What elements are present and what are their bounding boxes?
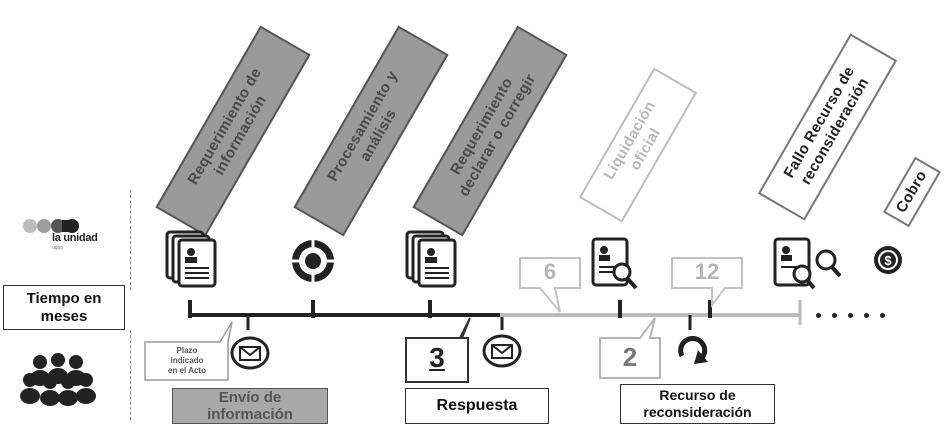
mail-icon xyxy=(230,336,270,370)
continuation-dot xyxy=(864,313,869,318)
document-stack-icon xyxy=(165,230,217,288)
counter-2: 2 xyxy=(622,342,638,372)
logo-tagline: ugpp xyxy=(52,245,64,251)
plazo-note: Plazo indicado en el Acto xyxy=(168,346,206,375)
svg-text:$: $ xyxy=(884,253,892,268)
counter-3: 3 xyxy=(429,342,445,373)
mail-icon xyxy=(482,334,522,368)
respuesta-box: Respuesta xyxy=(405,388,549,424)
ugpp-logo: la unidad ugpp xyxy=(22,216,122,256)
dashed-bracket-bottom xyxy=(130,330,131,420)
document-stack-icon xyxy=(405,230,457,288)
callout-month-6: 6 xyxy=(543,259,557,284)
document-search-icon xyxy=(591,237,638,290)
coin-dollar-icon: $ xyxy=(874,246,902,274)
continuation-dot xyxy=(848,313,853,318)
document-search-icon xyxy=(773,237,842,290)
logo-brand: la unidad xyxy=(52,232,98,244)
gear-icon xyxy=(292,240,334,282)
continuation-dot xyxy=(880,313,885,318)
envio-informacion-box: Envío de información xyxy=(172,388,328,424)
people-group-icon xyxy=(20,353,96,406)
continuation-dot xyxy=(816,313,821,318)
continuation-dot xyxy=(832,313,837,318)
logo-dots-icon xyxy=(23,219,79,233)
tiempo-en-meses-label: Tiempo en meses xyxy=(3,285,125,330)
recurso-reconsideracion-box: Recurso de reconsideración xyxy=(620,384,775,424)
dashed-bracket-top xyxy=(130,190,131,290)
appeal-arrow-icon xyxy=(678,336,708,364)
callout-month-12: 12 xyxy=(694,259,720,284)
